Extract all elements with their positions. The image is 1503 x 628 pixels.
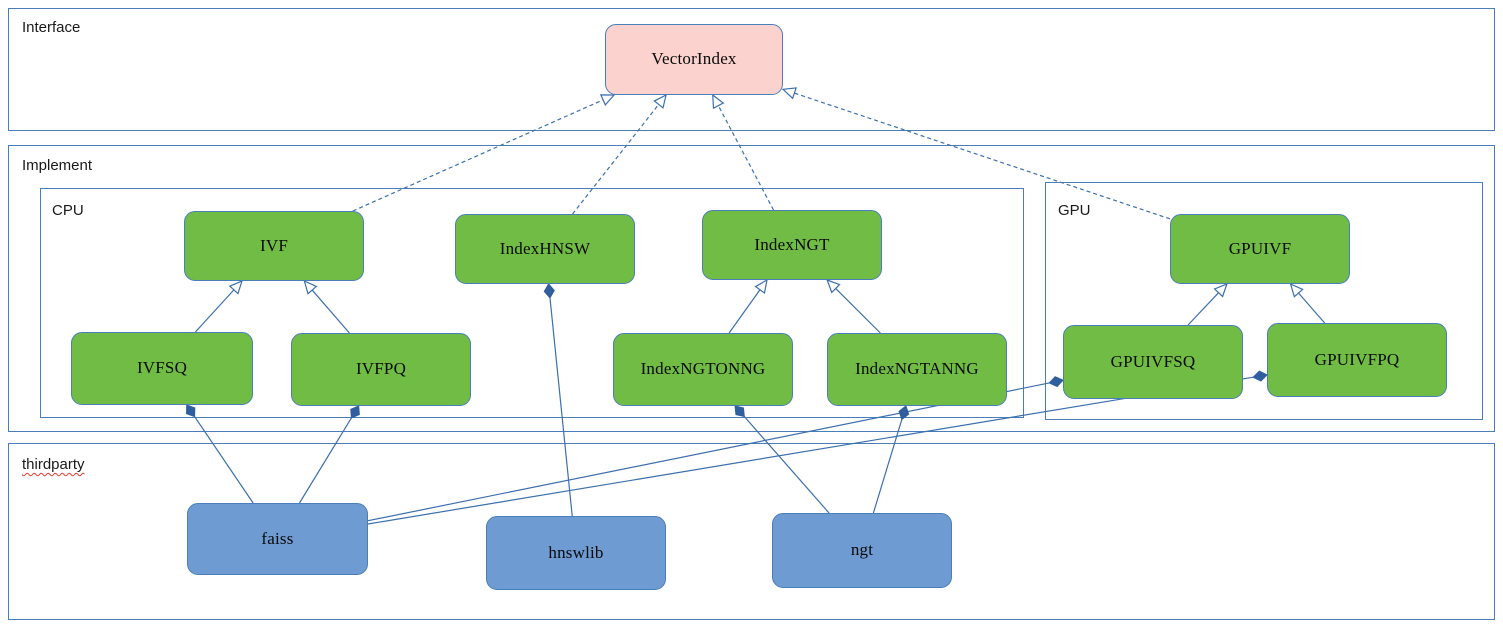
node-indexngtanng[interactable]: IndexNGTANNG [827,333,1007,406]
node-label-ivfsq: IVFSQ [136,358,188,378]
node-ivf[interactable]: IVF [184,211,364,281]
node-label-vectorindex: VectorIndex [651,49,737,69]
node-label-indexngtonng: IndexNGTONNG [640,359,766,379]
node-indexngt[interactable]: IndexNGT [702,210,882,280]
node-label-indexngt: IndexNGT [754,234,830,254]
node-label-gpuivfsq: GPUIVFSQ [1110,351,1196,371]
node-gpuivfsq[interactable]: GPUIVFSQ [1063,325,1243,399]
group-gpu [1045,182,1483,420]
group-label-implement: Implement [22,157,93,174]
node-indexhnsw[interactable]: IndexHNSW [455,214,635,284]
group-label-gpu: GPU [1058,202,1091,219]
node-label-ngt: ngt [850,540,874,560]
node-label-hnswlib: hnswlib [548,542,604,562]
group-label-thirdparty: thirdparty [22,456,85,473]
group-label-cpu: CPU [52,202,84,219]
node-label-ivfpq: IVFPQ [355,359,407,379]
node-faiss[interactable]: faiss [187,503,368,575]
node-ivfpq[interactable]: IVFPQ [291,333,471,406]
node-vectorindex[interactable]: VectorIndex [605,24,783,95]
node-ivfsq[interactable]: IVFSQ [71,332,253,405]
node-label-ivf: IVF [260,235,288,255]
node-gpuivf[interactable]: GPUIVF [1170,214,1350,284]
node-label-faiss: faiss [261,528,294,548]
group-label-interface: Interface [22,19,81,36]
node-label-indexhnsw: IndexHNSW [499,238,591,258]
node-label-indexngtanng: IndexNGTANNG [855,359,979,379]
node-indexngtonng[interactable]: IndexNGTONNG [613,333,793,406]
node-label-gpuivf: GPUIVF [1228,238,1292,258]
node-gpuivfpq[interactable]: GPUIVFPQ [1267,323,1447,397]
node-label-gpuivfpq: GPUIVFPQ [1314,349,1400,369]
node-hnswlib[interactable]: hnswlib [486,516,666,590]
node-ngt[interactable]: ngt [772,513,952,588]
